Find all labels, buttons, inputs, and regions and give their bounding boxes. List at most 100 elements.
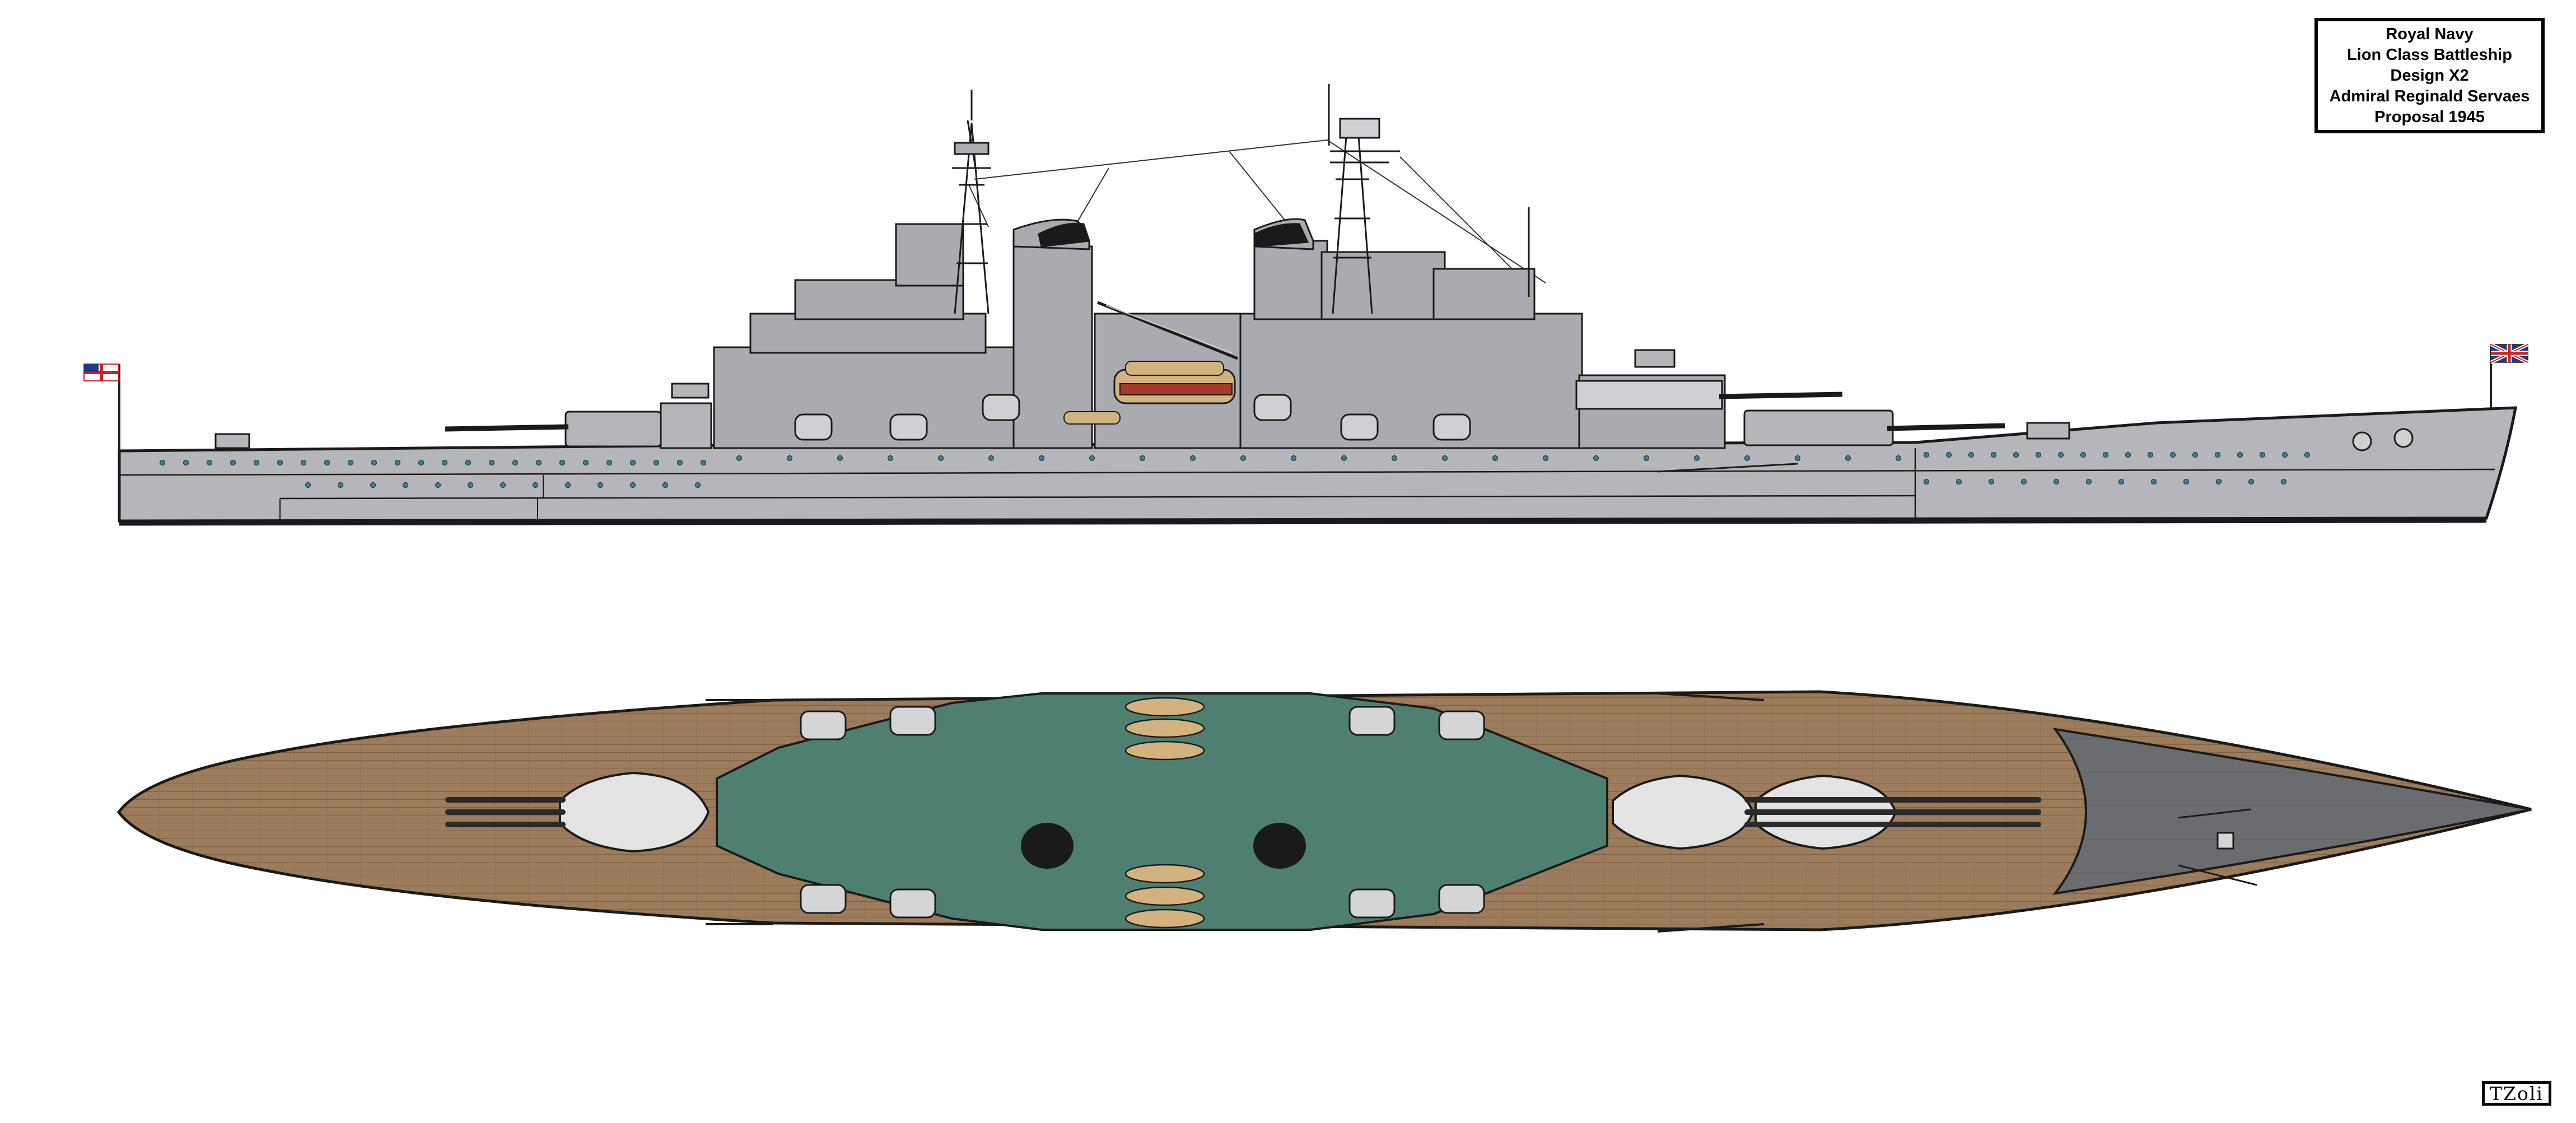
porthole	[348, 460, 353, 465]
plan-secondary-turrets	[800, 706, 1485, 919]
porthole	[468, 482, 473, 488]
mainmast	[1328, 84, 1530, 314]
porthole	[183, 460, 189, 465]
porthole	[207, 460, 212, 465]
porthole	[630, 482, 636, 488]
porthole	[395, 460, 400, 465]
porthole	[435, 482, 441, 488]
porthole	[370, 482, 376, 488]
porthole	[2125, 452, 2131, 458]
plan-boats	[1124, 697, 1205, 929]
porthole	[338, 482, 343, 488]
porthole	[606, 460, 612, 465]
plan-deck-rails	[706, 692, 1765, 933]
porthole	[677, 460, 683, 465]
title-line-proposal: Proposal 1945	[2374, 108, 2485, 126]
porthole	[2021, 479, 2027, 484]
porthole	[1543, 455, 1548, 461]
porthole	[2304, 452, 2310, 458]
porthole	[662, 482, 668, 488]
porthole	[2260, 452, 2265, 458]
porthole	[1442, 455, 1448, 461]
porthole	[583, 460, 589, 465]
porthole	[512, 460, 518, 465]
title-line-design: Design X2	[2390, 66, 2469, 85]
porthole	[2215, 452, 2220, 458]
porthole	[695, 482, 701, 488]
porthole	[301, 460, 306, 465]
porthole	[654, 460, 659, 465]
title-box: Royal Navy Lion Class Battleship Design …	[2314, 18, 2545, 133]
porthole	[2080, 452, 2086, 458]
porthole	[1694, 455, 1700, 461]
porthole	[533, 482, 538, 488]
porthole	[1946, 452, 1952, 458]
artist-signature: TZoli	[2482, 1081, 2551, 1106]
portholes	[160, 452, 2310, 488]
porthole	[1140, 455, 1145, 461]
porthole	[2148, 452, 2153, 458]
porthole	[1896, 455, 1901, 461]
plan-forecastle	[2052, 728, 2532, 895]
bow-anchors	[2352, 428, 2414, 451]
porthole	[736, 455, 742, 461]
porthole	[1593, 455, 1599, 461]
porthole	[988, 455, 994, 461]
porthole	[2058, 452, 2064, 458]
profile-turrets	[214, 349, 2070, 449]
porthole	[701, 460, 706, 465]
porthole	[324, 460, 330, 465]
porthole	[1991, 452, 1996, 458]
porthole	[2216, 479, 2222, 484]
title-line-navy: Royal Navy	[2386, 25, 2474, 43]
porthole	[598, 482, 603, 488]
porthole	[1968, 452, 1974, 458]
porthole	[787, 455, 792, 461]
porthole	[2054, 479, 2059, 484]
porthole	[2103, 452, 2108, 458]
porthole	[1291, 455, 1296, 461]
porthole	[2281, 479, 2286, 484]
porthole	[2237, 452, 2243, 458]
porthole	[938, 455, 944, 461]
plan-bow-anchors	[2178, 808, 2257, 886]
porthole	[1190, 455, 1196, 461]
stern-ensign-flag	[83, 364, 120, 451]
porthole	[277, 460, 283, 465]
profile-hull	[118, 406, 2518, 526]
porthole	[1240, 455, 1246, 461]
porthole	[2086, 479, 2092, 484]
porthole	[418, 460, 424, 465]
bow-jack-flag	[2490, 343, 2529, 413]
porthole	[1989, 479, 1994, 484]
profile-gunhouses	[794, 394, 1471, 441]
porthole	[2036, 452, 2041, 458]
porthole	[2183, 479, 2189, 484]
porthole	[489, 460, 494, 465]
porthole	[403, 482, 408, 488]
porthole	[1845, 455, 1851, 461]
porthole	[2151, 479, 2157, 484]
porthole	[442, 460, 447, 465]
porthole	[837, 455, 843, 461]
porthole	[2118, 479, 2124, 484]
porthole	[1956, 479, 1962, 484]
porthole	[2192, 452, 2198, 458]
title-line-class: Lion Class Battleship	[2347, 45, 2512, 64]
porthole	[305, 482, 311, 488]
porthole	[1744, 455, 1750, 461]
porthole	[2282, 452, 2288, 458]
porthole	[888, 455, 893, 461]
porthole	[254, 460, 259, 465]
porthole	[559, 460, 565, 465]
porthole	[1924, 479, 1929, 484]
porthole	[1492, 455, 1498, 461]
title-line-admiral: Admiral Reginald Servaes	[2329, 87, 2530, 105]
porthole	[1795, 455, 1800, 461]
porthole	[465, 460, 471, 465]
porthole	[536, 460, 542, 465]
plan-funnels	[1021, 823, 1306, 869]
porthole	[565, 482, 571, 488]
